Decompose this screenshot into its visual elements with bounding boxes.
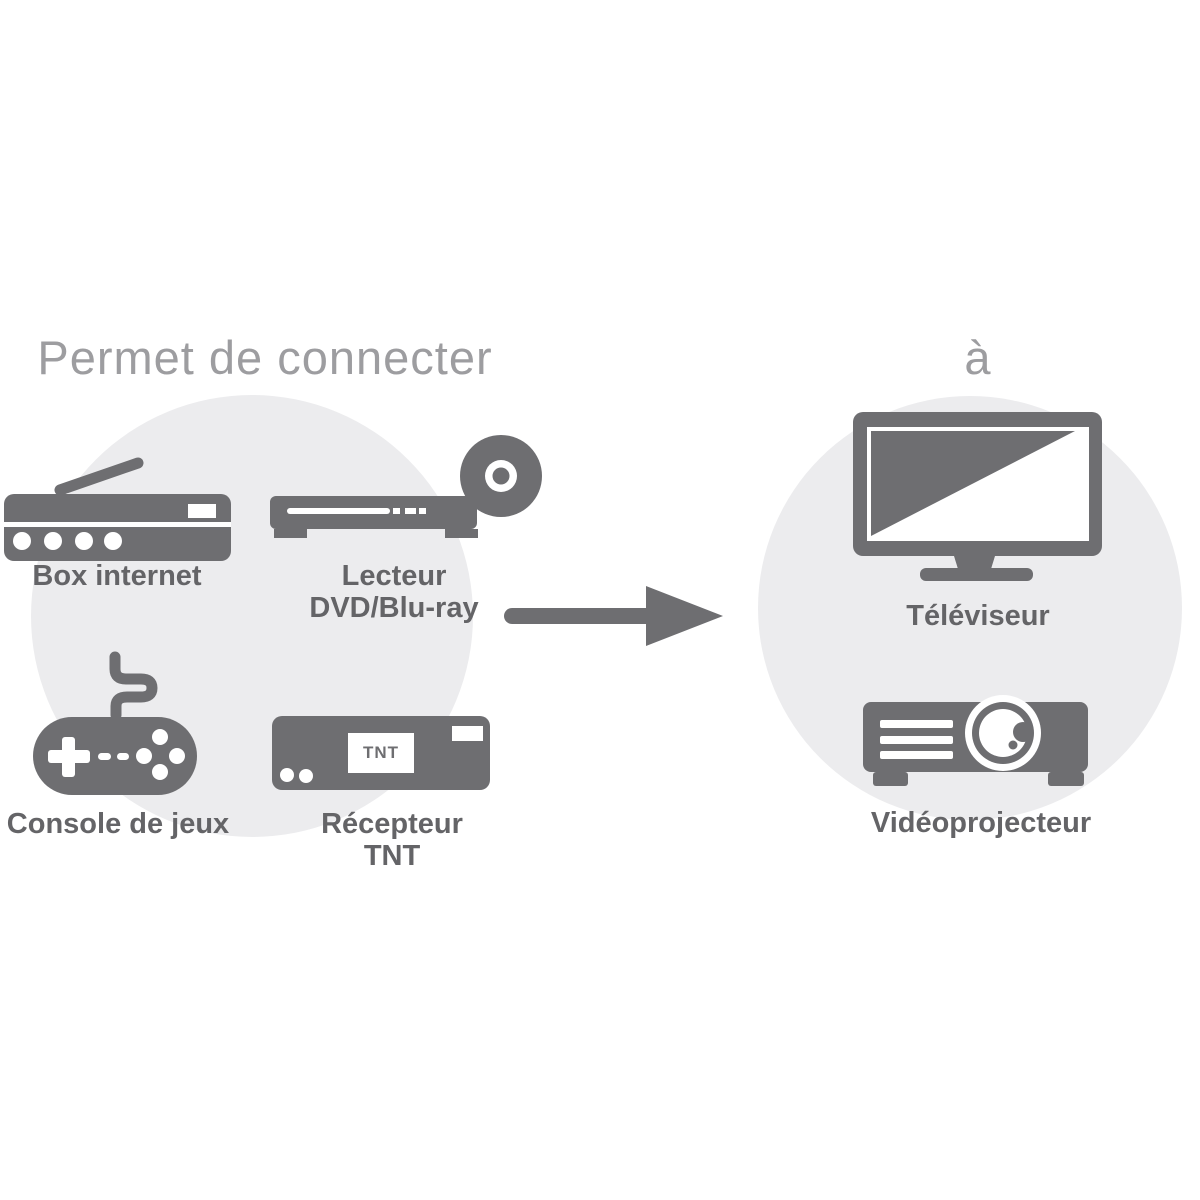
screen-glare bbox=[871, 431, 1075, 536]
vent bbox=[880, 736, 953, 744]
player-button bbox=[419, 508, 426, 514]
label-dvd-player: Lecteur DVD/Blu-ray bbox=[309, 560, 479, 624]
led bbox=[13, 532, 31, 550]
box-display bbox=[188, 504, 216, 518]
tv-neck bbox=[954, 556, 995, 569]
action-button bbox=[152, 729, 168, 745]
player-button bbox=[405, 508, 416, 514]
center-button bbox=[117, 753, 129, 760]
tnt-receiver-icon bbox=[272, 716, 490, 790]
led bbox=[44, 532, 62, 550]
disc-slot bbox=[287, 508, 390, 514]
player-button bbox=[393, 508, 400, 514]
label-projector: Vidéoprojecteur bbox=[870, 807, 1092, 839]
center-button bbox=[98, 753, 111, 760]
controller-cable bbox=[109, 651, 158, 721]
led bbox=[104, 532, 122, 550]
action-button bbox=[152, 764, 168, 780]
receiver-button bbox=[299, 769, 313, 783]
connector-word: à bbox=[964, 331, 992, 384]
dpad-vertical bbox=[62, 737, 75, 777]
receiver-display bbox=[452, 726, 483, 741]
action-button bbox=[136, 748, 152, 764]
antenna bbox=[54, 457, 144, 496]
projector-icon bbox=[863, 695, 1088, 786]
tv-base bbox=[920, 568, 1033, 581]
player-foot bbox=[445, 529, 478, 538]
right-arrow-icon bbox=[504, 586, 723, 646]
projector-foot bbox=[1048, 772, 1084, 786]
tnt-screen bbox=[348, 733, 414, 773]
page-title: Permet de connecter bbox=[37, 331, 493, 384]
led bbox=[75, 532, 93, 550]
internet-box-icon bbox=[4, 457, 231, 561]
dvd-player-icon bbox=[270, 435, 542, 538]
box-divider bbox=[4, 522, 231, 527]
label-game-console: Console de jeux bbox=[6, 808, 230, 840]
vent bbox=[880, 720, 953, 728]
vent bbox=[880, 751, 953, 759]
receiver-button bbox=[280, 768, 294, 782]
action-button bbox=[169, 748, 185, 764]
label-tnt-receiver: Récepteur TNT bbox=[321, 808, 463, 872]
label-television: Téléviseur bbox=[906, 600, 1050, 632]
label-box-internet: Box internet bbox=[32, 560, 202, 592]
disc-icon bbox=[460, 435, 542, 517]
projector-foot bbox=[873, 772, 908, 786]
tv-icon bbox=[853, 412, 1102, 581]
player-foot bbox=[274, 529, 307, 538]
game-controller-icon bbox=[33, 651, 197, 795]
tnt-badge-text: TNT bbox=[362, 743, 400, 762]
projector-lens bbox=[965, 695, 1041, 771]
